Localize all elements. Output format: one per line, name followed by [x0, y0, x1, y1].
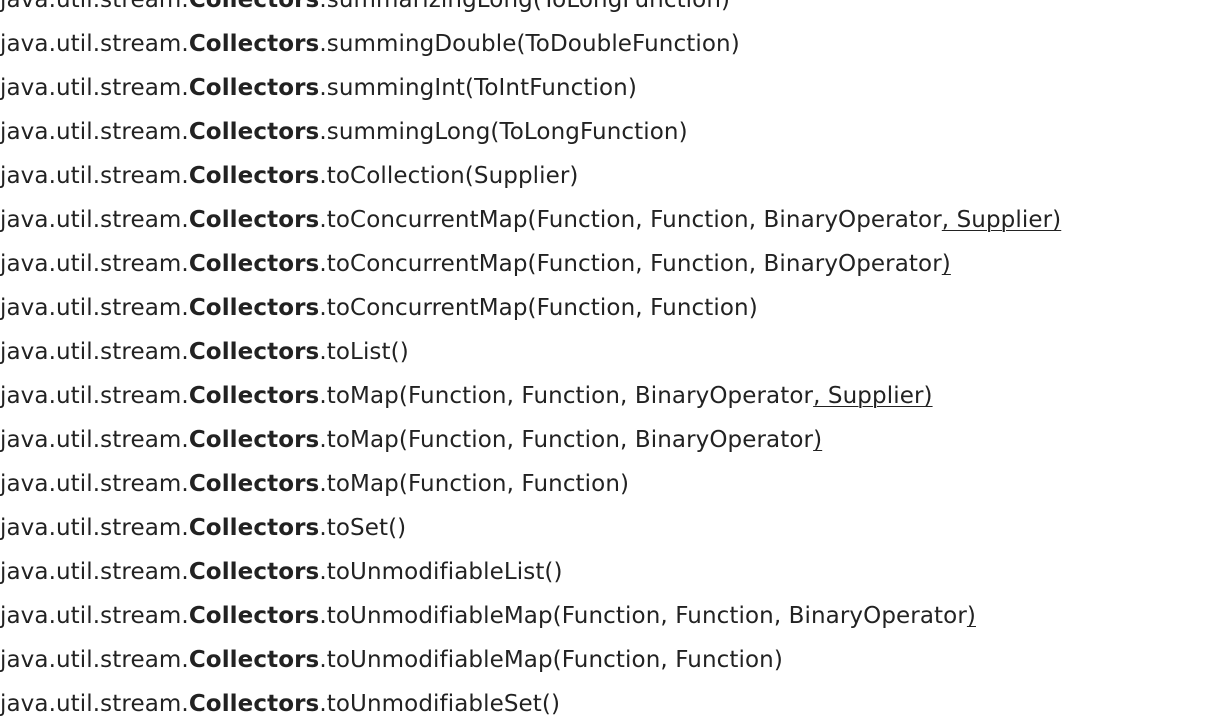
package-name: java.util.stream.: [0, 207, 189, 233]
package-name: java.util.stream.: [0, 383, 189, 409]
list-item: java.util.stream.Collectors.summingDoubl…: [0, 22, 1061, 66]
member-link[interactable]: java.util.stream.Collectors.summingInt(T…: [0, 75, 637, 101]
package-name: java.util.stream.: [0, 603, 189, 629]
package-name: java.util.stream.: [0, 119, 189, 145]
method-signature: .toSet(): [319, 515, 407, 541]
list-item: java.util.stream.Collectors.toUnmodifiab…: [0, 550, 1061, 594]
member-link[interactable]: java.util.stream.Collectors.toMap(Functi…: [0, 471, 629, 497]
member-link[interactable]: java.util.stream.Collectors.toUnmodifiab…: [0, 603, 976, 629]
class-name: Collectors: [188, 339, 320, 365]
package-name: java.util.stream.: [0, 559, 189, 585]
signature-tail: ): [813, 427, 823, 453]
class-name: Collectors: [188, 163, 320, 189]
member-link[interactable]: java.util.stream.Collectors.toConcurrent…: [0, 251, 951, 277]
method-signature: .toMap(Function, Function, BinaryOperato…: [319, 383, 814, 409]
package-name: java.util.stream.: [0, 251, 189, 277]
list-item: java.util.stream.Collectors.summingInt(T…: [0, 66, 1061, 110]
method-signature: .toUnmodifiableMap(Function, Function, B…: [319, 603, 967, 629]
member-link[interactable]: java.util.stream.Collectors.toMap(Functi…: [0, 383, 933, 409]
list-item: java.util.stream.Collectors.toList(): [0, 330, 1061, 374]
signature-tail: , Supplier): [813, 383, 933, 409]
method-signature: .toMap(Function, Function, BinaryOperato…: [319, 427, 814, 453]
member-link[interactable]: java.util.stream.Collectors.toUnmodifiab…: [0, 647, 783, 673]
member-list: java.util.stream.Collectors.summarizingL…: [0, 0, 1061, 726]
method-signature: .toUnmodifiableList(): [319, 559, 563, 585]
class-name: Collectors: [188, 427, 320, 453]
package-name: java.util.stream.: [0, 31, 189, 57]
list-item: java.util.stream.Collectors.toUnmodifiab…: [0, 682, 1061, 726]
list-item: java.util.stream.Collectors.toUnmodifiab…: [0, 594, 1061, 638]
method-signature: .toUnmodifiableSet(): [319, 691, 561, 717]
list-item: java.util.stream.Collectors.summingLong(…: [0, 110, 1061, 154]
member-link[interactable]: java.util.stream.Collectors.toList(): [0, 339, 409, 365]
package-name: java.util.stream.: [0, 163, 189, 189]
method-signature: .toList(): [319, 339, 409, 365]
signature-tail: , Supplier): [941, 207, 1062, 233]
member-link[interactable]: java.util.stream.Collectors.toUnmodifiab…: [0, 559, 563, 585]
package-name: java.util.stream.: [0, 75, 189, 101]
list-item: java.util.stream.Collectors.toMap(Functi…: [0, 374, 1061, 418]
class-name: Collectors: [188, 119, 320, 145]
class-name: Collectors: [188, 471, 320, 497]
member-link[interactable]: java.util.stream.Collectors.summingLong(…: [0, 119, 688, 145]
method-signature: .toUnmodifiableMap(Function, Function): [319, 647, 783, 673]
class-name: Collectors: [188, 251, 320, 277]
class-name: Collectors: [188, 559, 320, 585]
signature-tail: ): [941, 251, 951, 277]
list-item: java.util.stream.Collectors.summarizingL…: [0, 0, 1061, 22]
package-name: java.util.stream.: [0, 647, 189, 673]
list-item: java.util.stream.Collectors.toConcurrent…: [0, 286, 1061, 330]
class-name: Collectors: [188, 691, 320, 717]
signature-tail: ): [966, 603, 976, 629]
class-name: Collectors: [188, 515, 320, 541]
package-name: java.util.stream.: [0, 515, 189, 541]
list-item: java.util.stream.Collectors.toMap(Functi…: [0, 462, 1061, 506]
method-signature: .summingLong(ToLongFunction): [319, 119, 688, 145]
list-item: java.util.stream.Collectors.toConcurrent…: [0, 242, 1061, 286]
class-name: Collectors: [188, 0, 320, 13]
class-name: Collectors: [188, 75, 320, 101]
package-name: java.util.stream.: [0, 471, 189, 497]
member-link[interactable]: java.util.stream.Collectors.summarizingL…: [0, 0, 730, 13]
method-signature: .toConcurrentMap(Function, Function, Bin…: [319, 207, 942, 233]
member-link[interactable]: java.util.stream.Collectors.toUnmodifiab…: [0, 691, 560, 717]
member-link[interactable]: java.util.stream.Collectors.summingDoubl…: [0, 31, 740, 57]
class-name: Collectors: [188, 383, 320, 409]
method-signature: .summingDouble(ToDoubleFunction): [319, 31, 740, 57]
class-name: Collectors: [188, 207, 320, 233]
method-signature: .toConcurrentMap(Function, Function): [319, 295, 758, 321]
member-link[interactable]: java.util.stream.Collectors.toMap(Functi…: [0, 427, 822, 453]
method-signature: .summarizingLong(ToLongFunction): [319, 0, 731, 13]
list-item: java.util.stream.Collectors.toUnmodifiab…: [0, 638, 1061, 682]
member-link[interactable]: java.util.stream.Collectors.toConcurrent…: [0, 295, 758, 321]
package-name: java.util.stream.: [0, 427, 189, 453]
member-link[interactable]: java.util.stream.Collectors.toCollection…: [0, 163, 579, 189]
class-name: Collectors: [188, 295, 320, 321]
list-item: java.util.stream.Collectors.toSet(): [0, 506, 1061, 550]
member-link[interactable]: java.util.stream.Collectors.toConcurrent…: [0, 207, 1061, 233]
list-item: java.util.stream.Collectors.toCollection…: [0, 154, 1061, 198]
package-name: java.util.stream.: [0, 295, 189, 321]
list-item: java.util.stream.Collectors.toMap(Functi…: [0, 418, 1061, 462]
class-name: Collectors: [188, 31, 320, 57]
package-name: java.util.stream.: [0, 691, 189, 717]
member-link[interactable]: java.util.stream.Collectors.toSet(): [0, 515, 406, 541]
package-name: java.util.stream.: [0, 0, 189, 13]
package-name: java.util.stream.: [0, 339, 189, 365]
class-name: Collectors: [188, 647, 320, 673]
method-signature: .toConcurrentMap(Function, Function, Bin…: [319, 251, 942, 277]
list-item: java.util.stream.Collectors.toConcurrent…: [0, 198, 1061, 242]
method-signature: .toCollection(Supplier): [319, 163, 579, 189]
class-name: Collectors: [188, 603, 320, 629]
method-signature: .toMap(Function, Function): [319, 471, 630, 497]
method-signature: .summingInt(ToIntFunction): [319, 75, 637, 101]
